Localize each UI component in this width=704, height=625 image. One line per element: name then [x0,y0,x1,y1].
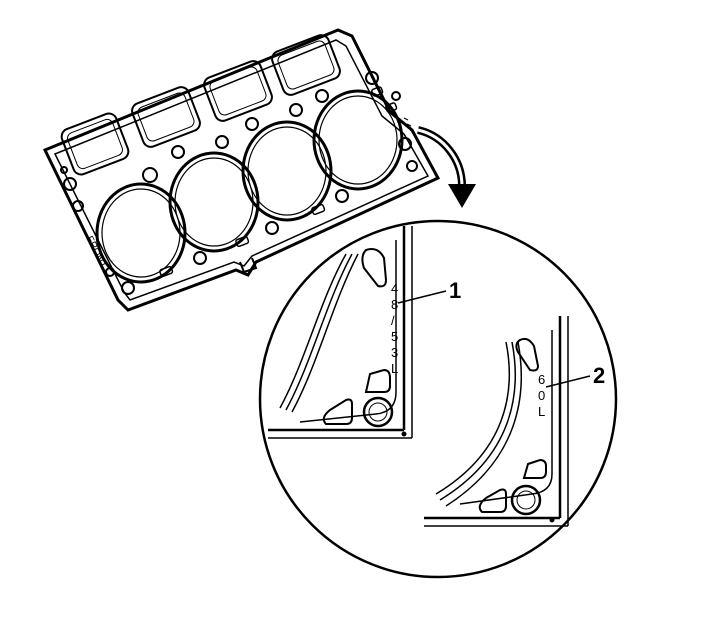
cylinder-bore-4 [312,89,404,191]
cylinder-bore-2 [168,151,260,253]
detail-2-stamp: 6 0 L [538,372,545,419]
callout-1-leader [397,290,447,304]
gasket-bolt-holes [60,71,418,295]
callout-1-number: 1 [449,278,461,303]
stamp-char: 3 [391,345,398,360]
gasket-stamp-area [403,117,415,133]
detail-2-gasket-corner [424,316,569,527]
stamp-char: 8 [391,297,398,312]
stamp-char: 5 [391,329,398,344]
stamp-char: 6 [538,372,545,387]
gasket-inner-edge [53,39,430,301]
gasket-cylinder-bores [95,89,404,284]
cylinder-bore-1 [95,182,187,284]
detail-1-stamp: 4 8 / 5 3 L [391,281,398,376]
stamp-char: / [391,313,395,328]
callout-2-leader [545,375,591,388]
gasket-locating-tab [239,257,258,274]
gasket-upper-ports [60,34,341,176]
gasket-front-marking: FRONT [83,234,108,270]
detail-magnifier-circle [258,219,618,579]
head-gasket [42,28,441,312]
stamp-char: 4 [391,281,398,296]
gasket-water-passages [159,86,398,278]
callout-2: 2 [545,363,605,388]
stamp-char: L [391,361,398,376]
stamp-char: 0 [538,388,545,403]
detail-pointer-arrow [416,126,476,208]
stamp-char: L [538,404,545,419]
callout-2-number: 2 [593,363,605,388]
callout-1: 1 [397,278,461,304]
gasket-outer-edge [42,28,441,312]
detail-1-gasket-corner [268,226,413,439]
